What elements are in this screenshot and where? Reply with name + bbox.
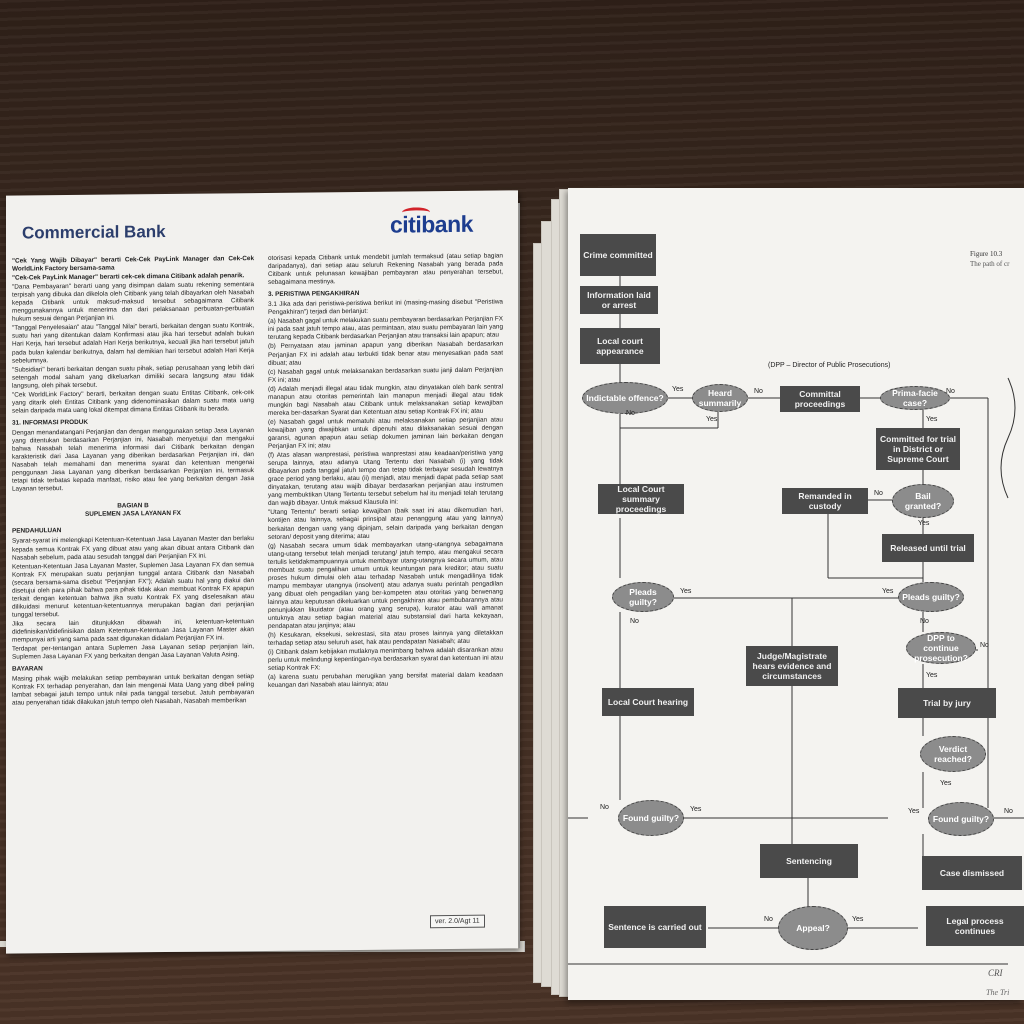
node-sentence-carried-out: Sentence is carried out [604, 906, 706, 948]
node-dpp-continue: DPP to continue prosecution? [906, 632, 976, 664]
document-paragraph: (f) Atas alasan wanprestasi, peristiwa w… [268, 449, 503, 508]
node-information-laid: Information laid or arrest [580, 286, 658, 314]
node-found-guilty-2: Found guilty? [928, 802, 994, 836]
label-no: No [630, 618, 639, 625]
label-yes: Yes [918, 520, 930, 527]
document-paragraph: "Tanggal Penyelesaian" atau "Tanggal Nil… [12, 322, 254, 365]
node-found-guilty-1: Found guilty? [618, 800, 684, 836]
document-paragraph: Dengan menandatangani Perjanjian dan den… [12, 427, 254, 493]
label-no: No [764, 916, 773, 923]
document-paragraph: Terdapat per-tentangan antara Suplemen J… [12, 643, 254, 661]
label-no: No [946, 388, 955, 395]
document-paragraph: (a) Nasabah gagal untuk melakukan suatu … [268, 315, 503, 342]
document-paragraph: otorisasi kepada Citibank untuk mendebit… [268, 252, 503, 287]
node-appeal: Appeal? [778, 906, 848, 950]
label-yes: Yes [680, 588, 692, 595]
label-yes: Yes [926, 416, 938, 423]
label-yes: Yes [852, 916, 864, 923]
document-paragraph: 3. PERISTIWA PENGAKHIRAN [268, 290, 360, 299]
footer-subtitle: The Tri [986, 988, 1010, 997]
document-paragraph: 31. INFORMASI PRODUK [12, 418, 88, 427]
figure-caption: The path of cr [970, 260, 1010, 268]
citibank-logo: citibank [390, 207, 473, 239]
label-yes: Yes [882, 588, 894, 595]
label-no: No [920, 618, 929, 625]
label-yes: Yes [672, 386, 684, 393]
document-paragraph: BAYARAN [12, 665, 43, 673]
node-sentencing: Sentencing [760, 844, 858, 878]
node-indictable-offence: Indictable offence? [582, 382, 668, 414]
document-paragraph: Jika secara lain ditunjukkan dibawah ini… [12, 618, 254, 644]
node-pleads-guilty-1: Pleads guilty? [612, 582, 674, 612]
node-local-court-hearing: Local Court hearing [602, 688, 694, 716]
node-legal-process-continues: Legal process continues [926, 906, 1024, 946]
node-crime-committed: Crime committed [580, 234, 656, 276]
label-yes: Yes [706, 416, 718, 423]
document-paragraph: (b) Pernyataan atau jaminan apapun yang … [268, 340, 503, 367]
document-paragraph: "Cek Yang Wajib Dibayar" berarti Cek-Cek… [12, 255, 254, 273]
node-verdict-reached: Verdict reached? [920, 736, 986, 772]
node-case-dismissed: Case dismissed [922, 856, 1022, 890]
document-paragraph: "Cek WorldLink Factory" berarti, berkait… [12, 388, 254, 415]
document-paragraph: (h) Kesukaran, eksekusi, sekrestasi, sit… [268, 629, 503, 648]
label-yes: Yes [908, 808, 920, 815]
node-committal-proceedings: Committal proceedings [780, 386, 860, 412]
document-paragraph: (d) Adalah menjadi illegal atau tidak mu… [268, 383, 503, 417]
document-paragraph: (i) Citibank dalam kebijakan mutlaknya m… [268, 646, 503, 673]
document-paragraph: Ketentuan-Ketentuan Jasa Layanan Master,… [12, 560, 254, 619]
node-prima-facie-case: Prima-facie case? [880, 386, 950, 410]
document-title: Commercial Bank [22, 222, 166, 243]
figure-number: Figure 10.3 [970, 250, 1003, 258]
label-no: No [600, 804, 609, 811]
node-local-court-appearance: Local court appearance [580, 328, 660, 364]
document-paragraph: 3.1 Jika ada dari peristiwa-peristiwa be… [268, 298, 503, 317]
document-column-left: "Cek Yang Wajib Dibayar" berarti Cek-Cek… [12, 255, 254, 709]
label-no: No [754, 388, 763, 395]
document-paragraph: "Dana Pembayaran" berarti uang yang disi… [12, 281, 254, 323]
node-bail-granted: Bail granted? [892, 484, 954, 518]
node-committed-for-trial: Committed for trial in District or Supre… [876, 428, 960, 470]
left-document-page: Commercial Bank citibank "Cek Yang Wajib… [6, 190, 518, 954]
label-no: No [980, 642, 989, 649]
logo-arc-icon [402, 207, 430, 218]
node-local-court-summary: Local Court summary proceedings [598, 484, 684, 514]
label-no: No [626, 410, 635, 417]
document-paragraph: "Utang Tertentu" berarti setiap kewajiba… [268, 506, 503, 541]
footer-mark: CRI [988, 968, 1003, 978]
document-paragraph: (e) Nasabah gagal untuk mematuhi atau me… [268, 416, 503, 450]
node-heard-summarily: Heard summarily [692, 384, 748, 412]
document-paragraph: Masing pihak wajib melakukan setiap pemb… [12, 673, 254, 707]
node-trial-by-jury: Trial by jury [898, 688, 996, 718]
label-yes: Yes [940, 780, 952, 787]
version-label: ver. 2.0/Agt 11 [430, 914, 485, 929]
document-paragraph: "Subsidiari" berarti berkaitan dengan su… [12, 363, 254, 390]
document-paragraph: BAGIAN B SUPLEMEN JASA LAYANAN FX [85, 502, 181, 519]
document-paragraph: (g) Nasabah secara umum tidak membayarka… [268, 540, 503, 630]
document-column-right: otorisasi kepada Citibank untuk mendebit… [268, 252, 503, 691]
document-paragraph: (c) Nasabah gagal untuk melaksanakan ber… [268, 366, 503, 384]
node-pleads-guilty-2: Pleads guilty? [898, 582, 964, 612]
document-paragraph: PENDAHULUAN [12, 527, 62, 536]
document-paragraph: Syarat-syarat ini melengkapi Ketentuan-K… [12, 535, 254, 562]
label-no: No [1004, 808, 1013, 815]
label-no: No [874, 490, 883, 497]
label-yes: Yes [690, 806, 702, 813]
document-paragraph: (a) karena suatu perubahan merugikan yan… [268, 671, 503, 690]
flowchart-page: Figure 10.3 The path of cr (DPP – Direct… [568, 188, 1024, 1000]
dpp-note: (DPP – Director of Public Prosecutions) [768, 362, 891, 369]
label-yes: Yes [926, 672, 938, 679]
node-judge-hears-evidence: Judge/Magistrate hears evidence and circ… [746, 646, 838, 686]
node-released-until-trial: Released until trial [882, 534, 974, 562]
node-remanded-in-custody: Remanded in custody [782, 488, 868, 514]
